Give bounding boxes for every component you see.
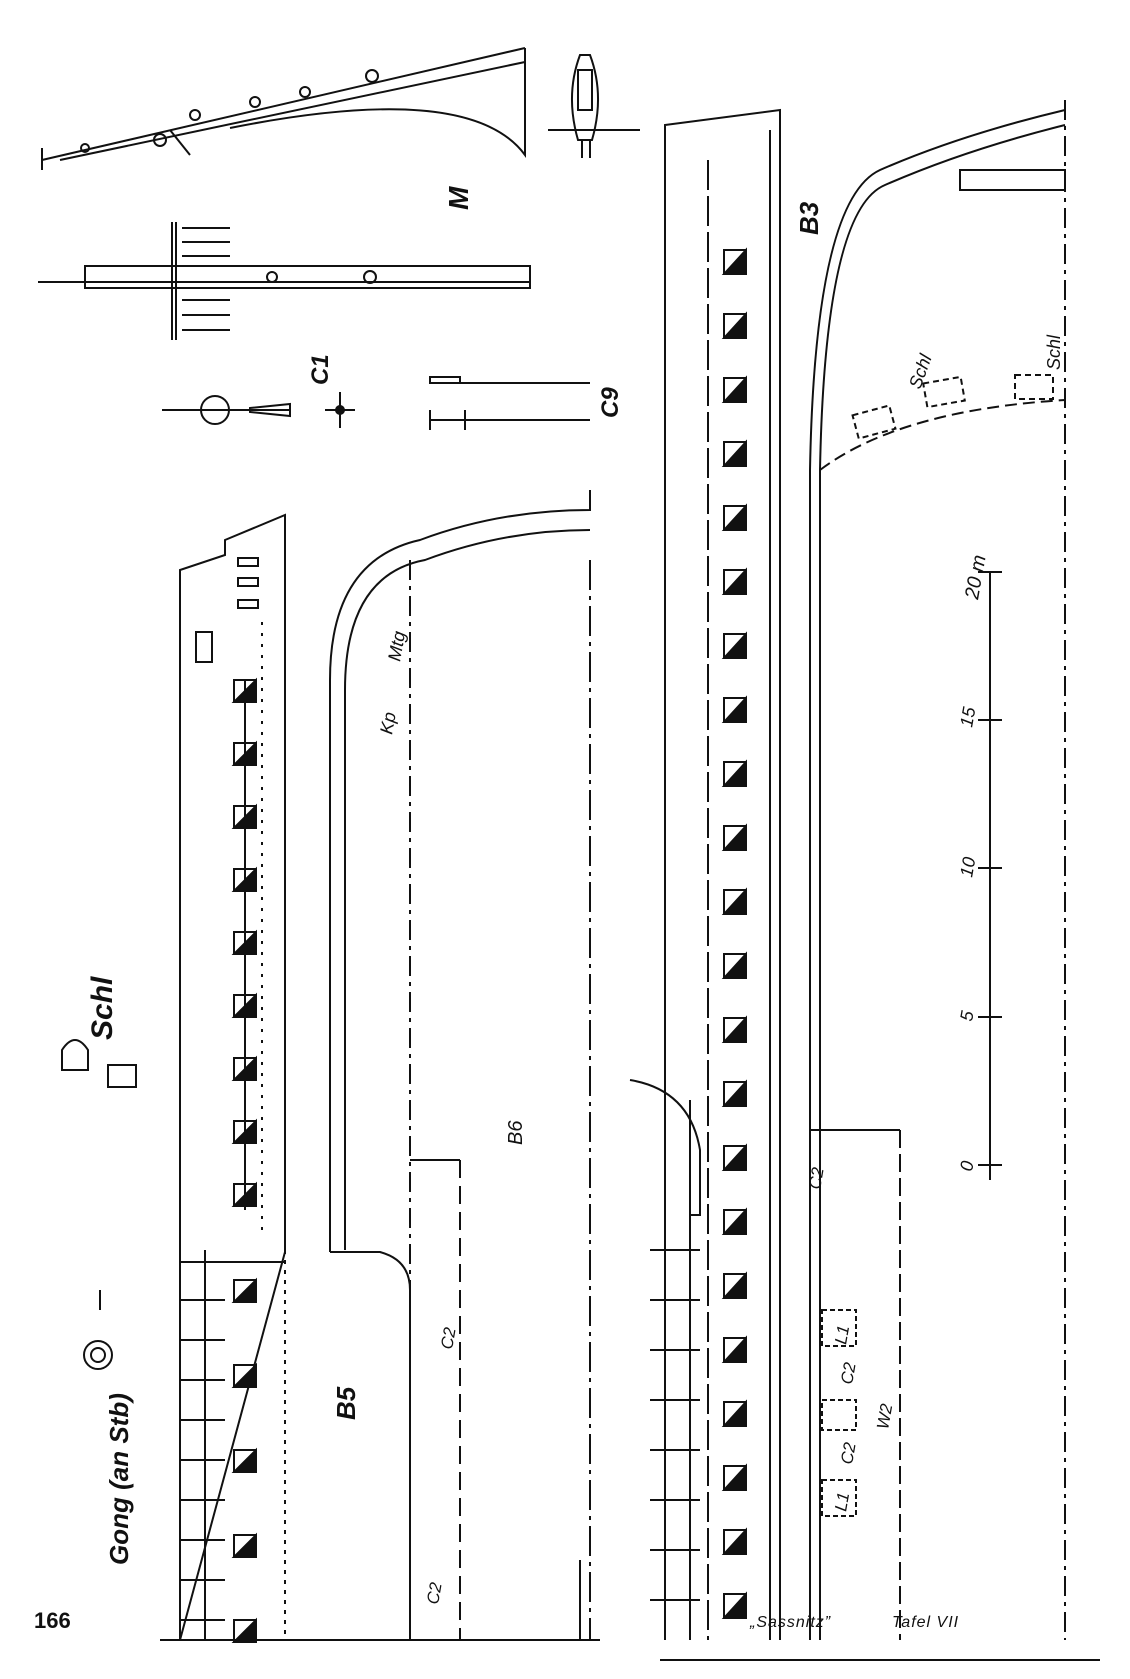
- b5-portholes: [231, 677, 257, 1643]
- porthole-shade: [721, 1143, 747, 1171]
- view-label-b6: B6: [505, 1120, 527, 1145]
- b3-deck-plan: [809, 100, 1066, 1640]
- porthole-shade: [231, 1447, 257, 1473]
- scale-tick-0: 0: [956, 1159, 977, 1172]
- annotation-c2-3: C2: [805, 1165, 828, 1190]
- porthole-shade: [231, 677, 257, 703]
- page-number: 166: [34, 1608, 71, 1633]
- annotation-schl-1: Schl: [905, 351, 936, 392]
- porthole-shade: [231, 1532, 257, 1558]
- porthole-shade: [231, 929, 257, 955]
- porthole-shade: [721, 631, 747, 659]
- b5-side-elevation: [160, 513, 600, 1641]
- porthole-shade: [231, 992, 257, 1018]
- b6-deck-plan: [329, 490, 591, 1640]
- porthole-shade: [721, 311, 747, 339]
- porthole-shade: [721, 439, 747, 467]
- annotation-l1-1: L1: [831, 1324, 853, 1346]
- porthole-shade: [721, 1271, 747, 1299]
- view-label-b5: B5: [331, 1386, 361, 1420]
- annotation-c2-5: C2: [837, 1440, 860, 1465]
- annotation-kp: Kp: [376, 711, 400, 736]
- legend-symbols: [61, 1039, 137, 1370]
- porthole-shade: [231, 1362, 257, 1388]
- porthole-shade: [721, 375, 747, 403]
- scale-bar: [978, 571, 1002, 1180]
- porthole-shade: [721, 1079, 747, 1107]
- annotation-c2-4: C2: [837, 1360, 860, 1385]
- scale-tick-15: 15: [956, 705, 979, 729]
- annotation-schl-2: Schl: [1044, 334, 1064, 370]
- porthole-shade: [721, 1207, 747, 1235]
- plate-number: Tafel VII: [892, 1614, 960, 1631]
- porthole-shade: [231, 803, 257, 829]
- mast-plan-drawing: [38, 222, 531, 340]
- annotation-c2-2: C2: [423, 1580, 446, 1605]
- porthole-shade: [721, 823, 747, 851]
- b3-side-elevation: [629, 108, 1100, 1661]
- view-label-m: M: [443, 186, 474, 210]
- porthole-shade: [721, 759, 747, 787]
- porthole-shade: [231, 1055, 257, 1081]
- c1-detail-drawing: [162, 392, 355, 428]
- porthole-shade: [721, 1335, 747, 1363]
- porthole-shade: [721, 1463, 747, 1491]
- view-label-b3: B3: [794, 201, 824, 235]
- b3-portholes: [721, 247, 747, 1619]
- view-label-c9: C9: [597, 387, 624, 418]
- legend-schl-label: Schl: [86, 976, 119, 1040]
- porthole-shade: [231, 1181, 257, 1207]
- porthole-shade: [231, 1118, 257, 1144]
- porthole-shade: [231, 1617, 257, 1643]
- porthole-shade: [721, 567, 747, 595]
- porthole-shade: [721, 695, 747, 723]
- porthole-shade: [721, 1399, 747, 1427]
- porthole-shade: [721, 1015, 747, 1043]
- scale-label-20m: 20 m: [961, 553, 991, 602]
- porthole-shade: [721, 1527, 747, 1555]
- c9-detail-drawing: [429, 376, 590, 430]
- scale-tick-10: 10: [956, 855, 979, 878]
- annotation-c2-1: C2: [437, 1325, 460, 1350]
- mast-top-detail: [548, 54, 640, 158]
- view-label-c1: C1: [307, 354, 334, 385]
- annotation-mtg: Mtg: [384, 630, 409, 663]
- porthole-shade: [231, 866, 257, 892]
- porthole-shade: [231, 740, 257, 766]
- annotation-l1-2: L1: [831, 1491, 853, 1513]
- porthole-shade: [721, 247, 747, 275]
- porthole-shade: [721, 1591, 747, 1619]
- annotation-w2: W2: [873, 1402, 896, 1431]
- porthole-shade: [721, 503, 747, 531]
- scale-tick-5: 5: [956, 1008, 978, 1022]
- ship-name-caption: „Sassnitz”: [750, 1614, 832, 1631]
- porthole-shade: [231, 1277, 257, 1303]
- legend-gong-label: Gong (an Stb): [104, 1393, 134, 1565]
- porthole-shade: [721, 887, 747, 915]
- mast-profile-drawing: [41, 47, 526, 170]
- porthole-shade: [721, 951, 747, 979]
